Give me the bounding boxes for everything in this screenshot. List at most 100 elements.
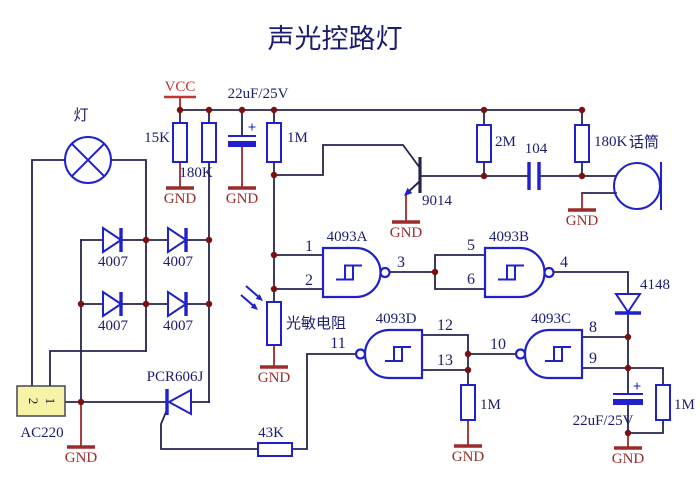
- resistor-2m: 2M: [476, 124, 516, 163]
- ground-symbols: GND GND GND GND GND GND GND GND: [65, 186, 644, 467]
- inverter-bubble-icon: [354, 348, 367, 360]
- capacitor-22uf-top: + 22uF/25V: [228, 86, 289, 147]
- junction-dots: [77, 106, 632, 437]
- gnd-label: GND: [390, 225, 423, 241]
- pin-label-13: 13: [437, 352, 453, 369]
- polarity-plus: +: [633, 379, 642, 395]
- pin-label-6: 6: [467, 271, 475, 288]
- diode-icon: [614, 293, 642, 314]
- light-arrow-head: [250, 303, 258, 310]
- pin-label-12: 12: [437, 317, 453, 334]
- lamp-cross-icon: [70, 142, 106, 178]
- diode-value: 4007: [163, 318, 194, 334]
- resistor-value: 2M: [495, 134, 516, 150]
- capacitor-plate: [613, 399, 643, 405]
- resistor-body: [266, 122, 282, 163]
- thyristor-pcr606j: PCR606J: [147, 369, 204, 416]
- resistor-43k: 43K: [257, 425, 293, 457]
- schmitt-hysteresis-icon: [336, 264, 362, 281]
- resistor-body: [172, 122, 188, 163]
- polarity-plus: +: [248, 120, 257, 136]
- connector-pin-1: 1: [43, 398, 58, 405]
- resistor-body: [460, 384, 476, 421]
- capacitor-value: 104: [525, 141, 548, 157]
- diode-value: 4148: [640, 277, 670, 293]
- nand-gate-c: 4093C: [514, 311, 584, 380]
- vcc-symbol: VCC: [164, 79, 196, 99]
- diode-icon: [102, 290, 123, 318]
- microphone-label: 话筒: [629, 134, 659, 151]
- diode-value: 4007: [98, 318, 129, 334]
- pin-label-2: 2: [305, 272, 313, 289]
- nand-gate-b: 4093B: [483, 229, 555, 299]
- lamp: 灯: [64, 107, 112, 184]
- diode-4007-2: 4007: [163, 226, 194, 270]
- resistor-value: 1M: [674, 397, 695, 413]
- resistor-15k: 15K: [144, 122, 188, 163]
- resistor-value: 1M: [287, 130, 308, 146]
- pin-label-10: 10: [490, 336, 506, 353]
- gnd-label: GND: [452, 449, 485, 465]
- resistor-value: 1M: [480, 397, 501, 413]
- capacitor-value: 22uF/25V: [228, 86, 289, 102]
- nand-gate-a: 4093A: [321, 229, 391, 299]
- diode-4007-1: 4007: [98, 226, 129, 270]
- pin-label-11: 11: [330, 335, 345, 352]
- resistor-1m-right: 1M: [655, 384, 695, 421]
- diode-icon: [102, 226, 123, 254]
- inverter-bubble-icon: [379, 266, 391, 279]
- photoresistor: 光敏电阻: [240, 285, 346, 346]
- page-title: 声光控路灯: [268, 24, 403, 54]
- resistor-body: [655, 384, 671, 421]
- schmitt-hysteresis-icon: [385, 346, 411, 362]
- gate-label: 4093B: [489, 229, 529, 245]
- resistor-value: 180K: [594, 134, 628, 150]
- resistor-value: 15K: [144, 130, 170, 146]
- pin-numbers: 1 2 3 5 6 4 8 9 10 11 12 13: [305, 237, 597, 369]
- thyristor-icon: [166, 388, 192, 416]
- pin-label-9: 9: [589, 350, 597, 367]
- microphone-icon: [613, 162, 661, 210]
- emitter-arrow-icon: [404, 187, 413, 196]
- resistor-1m-top: 1M: [266, 122, 308, 163]
- diode-value: 4007: [163, 254, 194, 270]
- gate-body: [321, 246, 382, 299]
- capacitor-22uf-bottom: + 22uF/25V: [573, 379, 643, 429]
- inverter-bubble-icon: [514, 348, 527, 360]
- connector-body: [16, 385, 66, 417]
- ac220-connector: 2 1 AC220: [16, 385, 66, 441]
- gate-label: 4093A: [327, 229, 368, 245]
- inverter-bubble-icon: [543, 266, 555, 279]
- diode-icon: [167, 290, 188, 318]
- resistor-body: [574, 124, 590, 163]
- light-arrow-head: [255, 294, 263, 301]
- vcc-label: VCC: [165, 79, 196, 95]
- wires: [31, 97, 664, 450]
- gnd-label: GND: [566, 213, 599, 229]
- pin-label-8: 8: [589, 319, 597, 336]
- resistor-180k-right: 180K: [574, 124, 628, 163]
- diode-4007-3: 4007: [98, 290, 129, 334]
- pin-label-1: 1: [305, 238, 313, 255]
- connector-label: AC220: [20, 425, 63, 441]
- gate-label: 4093D: [376, 311, 417, 327]
- photoresistor-label: 光敏电阻: [286, 315, 346, 332]
- resistor-body: [257, 442, 293, 457]
- nand-gate-d: 4093D: [354, 311, 424, 380]
- resistor-180k-left: 180K: [179, 122, 217, 181]
- connector-pin-2: 2: [26, 398, 41, 405]
- capacitor-plate: [228, 141, 256, 147]
- pin-label-4: 4: [560, 254, 568, 271]
- lamp-icon: [64, 136, 112, 184]
- pin-label-5: 5: [467, 237, 475, 254]
- lamp-label: 灯: [73, 107, 88, 124]
- schmitt-hysteresis-icon: [545, 346, 571, 362]
- gate-label: 4093C: [531, 311, 571, 327]
- capacitor-plates: [527, 162, 541, 190]
- diode-icon: [167, 226, 188, 254]
- transistor-9014: 9014: [404, 157, 453, 209]
- resistor-1m-mid: 1M: [460, 384, 501, 421]
- diode-value: 4007: [98, 254, 129, 270]
